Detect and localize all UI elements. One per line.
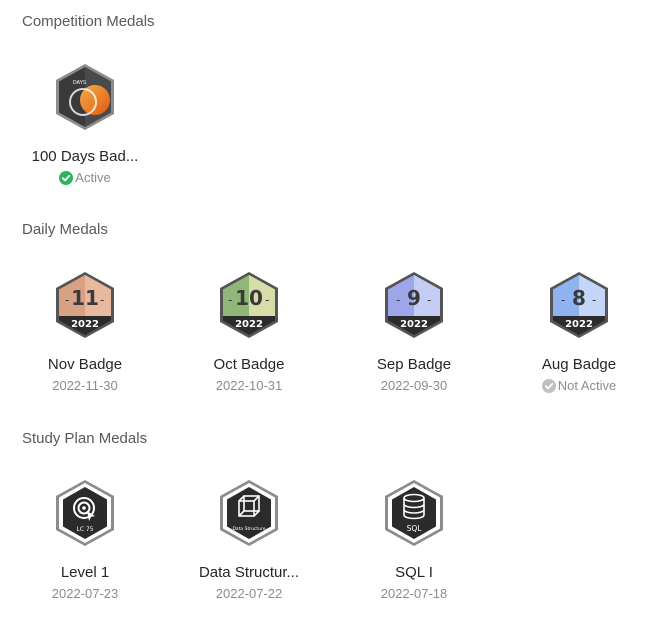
database-icon: SQL <box>385 480 443 546</box>
badge-number: 8 <box>572 286 586 310</box>
badge-date: 2022-11-30 <box>52 378 118 393</box>
badge-name: Oct Badge <box>213 356 285 373</box>
badge-year: 2022 <box>71 319 99 330</box>
badge-oct[interactable]: 10 - - 2022 Oct Badge 2022-10-31 <box>169 270 329 394</box>
badge-name: Level 1 <box>60 564 110 581</box>
badge-number: 9 <box>407 286 421 310</box>
100-days-badge-icon: DAYS <box>56 64 114 130</box>
badge-date: 2022-07-23 <box>51 586 119 601</box>
badge-name: 100 Days Bad... <box>31 148 139 165</box>
badge-sql-1[interactable]: SQL SQL I 2022-07-18 <box>334 478 494 602</box>
svg-text:DAYS: DAYS <box>73 80 87 86</box>
target-icon: LC 75 <box>56 480 114 546</box>
badge-number: 10 <box>235 286 263 310</box>
badge-name: Data Structur... <box>198 564 300 581</box>
competition-medals-heading: Competition Medals <box>22 13 155 30</box>
badge-label: SQL <box>407 524 423 533</box>
aug-badge-icon: 8 - - 2022 <box>550 272 608 338</box>
badge-sep[interactable]: 9 - - 2022 Sep Badge 2022-09-30 <box>334 270 494 394</box>
check-circle-icon <box>59 171 74 185</box>
badge-aug[interactable]: 8 - - 2022 Aug Badge Not Active <box>499 270 650 397</box>
badge-name: Aug Badge <box>541 356 617 373</box>
badge-status: Active <box>5 170 165 189</box>
status-label: Not Active <box>557 378 617 393</box>
badge-name: Nov Badge <box>47 356 123 373</box>
svg-text:-: - <box>561 293 565 307</box>
badge-label: Data Structure <box>232 526 265 532</box>
badge-name: Sep Badge <box>376 356 452 373</box>
badge-name: SQL I <box>395 564 433 581</box>
svg-text:-: - <box>396 293 400 307</box>
badge-100-days[interactable]: DAYS 100 Days Bad... Active <box>5 62 165 189</box>
badge-date: 2022-09-30 <box>380 378 448 393</box>
svg-text:-: - <box>427 293 431 307</box>
svg-text:-: - <box>592 293 596 307</box>
badge-date: 2022-07-18 <box>380 586 448 601</box>
badge-number: 11 <box>71 286 99 310</box>
badge-status: Not Active <box>499 378 650 397</box>
sep-badge-icon: 9 - - 2022 <box>385 272 443 338</box>
svg-text:-: - <box>100 293 104 307</box>
study-plan-medals-heading: Study Plan Medals <box>22 430 148 447</box>
badge-year: 2022 <box>565 319 593 330</box>
status-label: Active <box>75 170 111 185</box>
daily-medals-heading: Daily Medals <box>22 221 108 238</box>
cube-icon: Data Structure <box>220 480 278 546</box>
check-circle-icon <box>541 379 556 393</box>
badge-date: 2022-10-31 <box>215 378 283 393</box>
svg-text:-: - <box>228 293 232 307</box>
svg-text:-: - <box>65 293 69 307</box>
badge-data-structure[interactable]: Data Structure Data Structur... 2022-07-… <box>169 478 329 602</box>
oct-badge-icon: 10 - - 2022 <box>220 272 278 338</box>
nov-badge-icon: 11 - - 2022 <box>56 272 114 338</box>
badge-year: 2022 <box>400 319 428 330</box>
svg-text:-: - <box>265 293 269 307</box>
badge-nov[interactable]: 11 - - 2022 Nov Badge 2022-11-30 <box>5 270 165 394</box>
badge-year: 2022 <box>235 319 263 330</box>
badge-date: 2022-07-22 <box>215 586 283 601</box>
badge-level-1[interactable]: LC 75 Level 1 2022-07-23 <box>5 478 165 602</box>
badge-label: LC 75 <box>76 526 93 533</box>
